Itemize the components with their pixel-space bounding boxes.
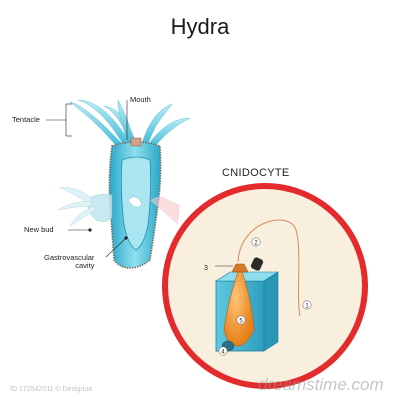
watermark: dreamstime.com: [258, 375, 384, 394]
label-tentacle: Tentacle: [12, 115, 40, 124]
callout-markers: 1 2 3 4 5: [204, 237, 312, 356]
label-gastrovascular-line1: Gastrovascular: [44, 253, 95, 262]
tentacle-shape: [77, 99, 131, 147]
callout-2: 2: [251, 237, 261, 247]
callout-1: 1: [302, 300, 312, 310]
svg-text:3: 3: [204, 265, 208, 272]
leader-lines: [46, 100, 128, 258]
callout-3: 3: [204, 265, 208, 272]
operculum: [231, 263, 249, 273]
cnidocyte-inset: [162, 183, 368, 389]
food-particle: [127, 196, 143, 208]
callout-5: 5: [236, 315, 246, 325]
tentacles: [69, 99, 191, 149]
label-gastrovascular-cavity: Gastrovascular cavity: [44, 254, 94, 270]
label-new-bud: New bud: [24, 225, 54, 234]
svg-text:2: 2: [254, 240, 258, 246]
tentacle-shape: [147, 117, 191, 149]
mouth-marker: [130, 137, 142, 147]
nematocyst-thread: [237, 219, 301, 317]
svg-text:5: 5: [239, 318, 243, 324]
nematocyst-capsule: [223, 265, 255, 347]
svg-text:4: 4: [221, 349, 225, 355]
tentacle-shape: [141, 103, 173, 146]
leader-dot: [124, 236, 128, 240]
cnidocyte-title: CNIDOCYTE: [222, 167, 290, 179]
svg-text:1: 1: [305, 303, 309, 309]
diagram-title: Hydra: [170, 14, 230, 39]
label-mouth: Mouth: [130, 95, 151, 104]
tentacle-shape: [117, 99, 135, 147]
watermark-id: ID 172542011 © Designua: [10, 386, 93, 393]
cnidocil: [250, 257, 264, 271]
tentacle-shape: [69, 101, 125, 149]
label-gastrovascular-line2: cavity: [75, 261, 95, 270]
new-bud: [57, 187, 113, 227]
zoom-wedge: [150, 196, 180, 225]
leader-dot: [88, 228, 92, 232]
callout-4: 4: [218, 346, 228, 356]
